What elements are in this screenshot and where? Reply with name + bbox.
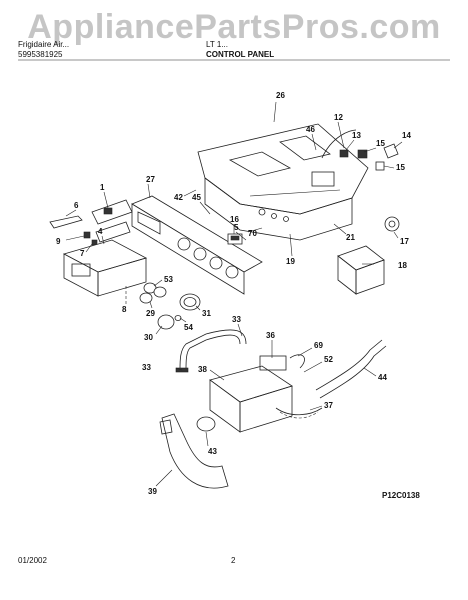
brand-line: Frigidaire Air...: [18, 40, 70, 49]
callout-label: 38: [198, 365, 207, 374]
callout-label: 52: [324, 355, 333, 364]
dispenser-drawer-part: [62, 239, 148, 297]
callout-label: 36: [266, 331, 275, 340]
model-number: LT 1...: [206, 40, 228, 49]
callout-label: 12: [334, 113, 343, 122]
footer-date: 01/2002: [18, 556, 47, 565]
section-title: CONTROL PANEL: [206, 50, 275, 59]
figure-code: P12C0138: [382, 491, 420, 500]
callout-labels: 26 12 46 13 15 14 15 27 1 45 42 6 16 5 7…: [56, 91, 411, 496]
console-panel-part: [131, 195, 263, 295]
valve-body-part: [209, 355, 293, 433]
callout-label: 16: [230, 215, 239, 224]
timer-knob-part: [384, 216, 400, 232]
selector-knob-part: [157, 314, 175, 330]
sensor-part: [383, 143, 399, 159]
part-number: 5995381925: [18, 50, 63, 59]
watermark-logo: AppliancePartsPros.com: [27, 8, 441, 46]
callout-label: 33: [232, 315, 241, 324]
seal-ring-part: [196, 416, 216, 432]
callout-label: 33: [142, 363, 151, 372]
callout-label: 30: [144, 333, 153, 342]
callout-label: 5: [234, 223, 239, 232]
spring-hose-coil: [279, 411, 319, 419]
spring-hose-part: [275, 407, 323, 416]
leader-lines: [65, 101, 403, 487]
callout-label: 17: [400, 237, 409, 246]
callout-label: 42: [174, 193, 183, 202]
lever-part: [49, 215, 83, 229]
callout-label: 26: [276, 91, 285, 100]
fill-hose-part: [179, 329, 247, 371]
callout-label: 15: [396, 163, 405, 172]
callout-label: 21: [346, 233, 355, 242]
wire-part: [289, 354, 305, 369]
callout-label: 39: [148, 487, 157, 496]
callout-label: 69: [314, 341, 323, 350]
callout-label: 9: [56, 237, 61, 246]
elbow-hose-end: [159, 419, 173, 435]
connector-part: [339, 149, 349, 158]
callout-label: 1: [100, 183, 105, 192]
drain-hose-part: [315, 339, 383, 391]
callout-label: 53: [164, 275, 173, 284]
harness-part: [321, 129, 357, 159]
connector-part: [357, 149, 368, 159]
callout-label: 54: [184, 323, 193, 332]
callout-label: 13: [352, 131, 361, 140]
callout-label: 18: [398, 261, 407, 270]
callout-label: 8: [122, 305, 127, 314]
callout-label: 37: [324, 401, 333, 410]
connector-part: [375, 161, 385, 171]
callout-label: 15: [376, 139, 385, 148]
washer-part: [174, 315, 182, 321]
callout-label: 14: [402, 131, 411, 140]
timer-block-part: [337, 245, 385, 295]
clip-part: [83, 231, 91, 239]
callout-label: 4: [98, 227, 103, 236]
callout-label: 31: [202, 309, 211, 318]
timer-knob-center: [388, 220, 396, 228]
callout-label: 46: [306, 125, 315, 134]
dispenser-lid-part: [91, 199, 133, 243]
ring-part: [179, 293, 201, 311]
callout-label: 70: [248, 229, 257, 238]
fill-hose-outline: [185, 334, 241, 371]
callout-label: 29: [146, 309, 155, 318]
drain-hose-outline: [319, 345, 387, 399]
callout-label: 7: [80, 249, 85, 258]
callout-label: 27: [146, 175, 155, 184]
elbow-hose-part: [161, 413, 229, 489]
callout-label: 43: [208, 447, 217, 456]
callout-label: 19: [286, 257, 295, 266]
footer-page-number: 2: [231, 556, 236, 565]
callout-label: 6: [74, 201, 79, 210]
switch-part: [227, 233, 243, 245]
frame-panel-part: [197, 123, 369, 241]
knob-set-part: [139, 282, 167, 304]
callout-label: 44: [378, 373, 387, 382]
callout-label: 45: [192, 193, 201, 202]
